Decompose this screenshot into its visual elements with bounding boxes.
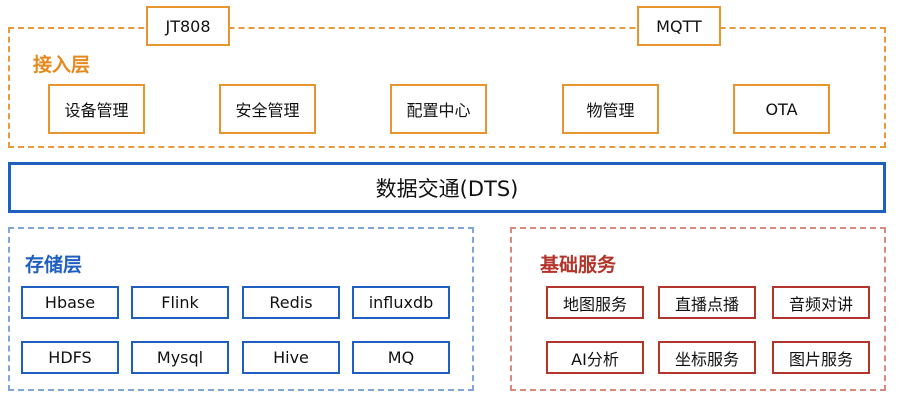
base-services-title: 基础服务: [540, 254, 617, 276]
protocol-mqtt: MQTT: [637, 6, 721, 46]
storage-item-hive: Hive: [242, 341, 340, 374]
access-item-config-center: 配置中心: [390, 84, 487, 134]
storage-item-influxdb: influxdb: [352, 286, 450, 319]
storage-item-mysql: Mysql: [131, 341, 229, 374]
base-services-layer: [510, 227, 886, 391]
service-item-coordinate: 坐标服务: [658, 341, 756, 374]
access-item-thing-management: 物管理: [562, 84, 659, 134]
access-item-device-management: 设备管理: [48, 84, 145, 134]
storage-item-hdfs: HDFS: [21, 341, 119, 374]
dts-bar: 数据交通(DTS): [8, 162, 886, 213]
storage-item-hbase: Hbase: [21, 286, 119, 319]
storage-layer: [8, 227, 474, 391]
storage-item-redis: Redis: [242, 286, 340, 319]
access-layer: [8, 27, 886, 148]
service-item-map: 地图服务: [546, 286, 644, 319]
storage-layer-title: 存储层: [25, 254, 83, 276]
storage-item-mq: MQ: [352, 341, 450, 374]
protocol-jt808: JT808: [146, 6, 230, 46]
access-item-security-management: 安全管理: [219, 84, 316, 134]
service-item-image: 图片服务: [772, 341, 870, 374]
service-item-audio-intercom: 音频对讲: [772, 286, 870, 319]
service-item-ai-analysis: AI分析: [546, 341, 644, 374]
storage-item-flink: Flink: [131, 286, 229, 319]
service-item-live-vod: 直播点播: [658, 286, 756, 319]
access-item-ota: OTA: [733, 84, 830, 134]
access-layer-title: 接入层: [33, 54, 91, 76]
